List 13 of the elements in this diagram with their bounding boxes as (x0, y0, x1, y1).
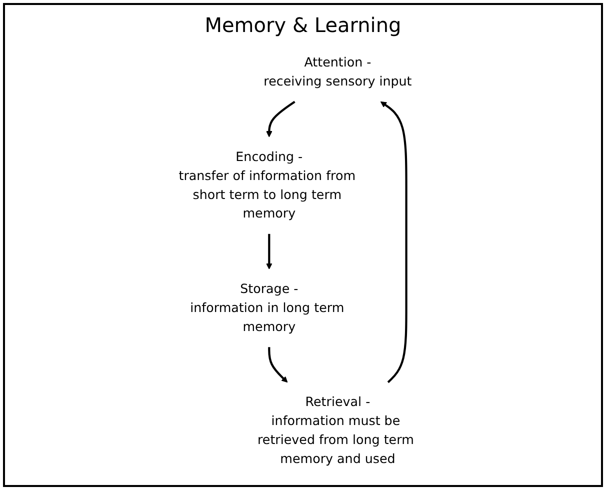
node-text: Storage - (240, 282, 298, 297)
arrow (266, 100, 295, 138)
node-label: transfer of information from short term to long term memory (178, 168, 356, 222)
arrow (268, 347, 288, 383)
arrow (380, 101, 407, 384)
diagram-title: Memory & Learning (204, 13, 402, 37)
node-label: information must be retrieved from long term memory and used (257, 414, 414, 467)
node-label: information in long term memory (190, 300, 344, 334)
node-label: receiving sensory input (263, 74, 412, 90)
node-text: Attention - (304, 55, 371, 70)
arrow (266, 234, 272, 270)
node-text: Retrieval - (304, 394, 370, 410)
node-text: Encoding - (235, 150, 302, 164)
